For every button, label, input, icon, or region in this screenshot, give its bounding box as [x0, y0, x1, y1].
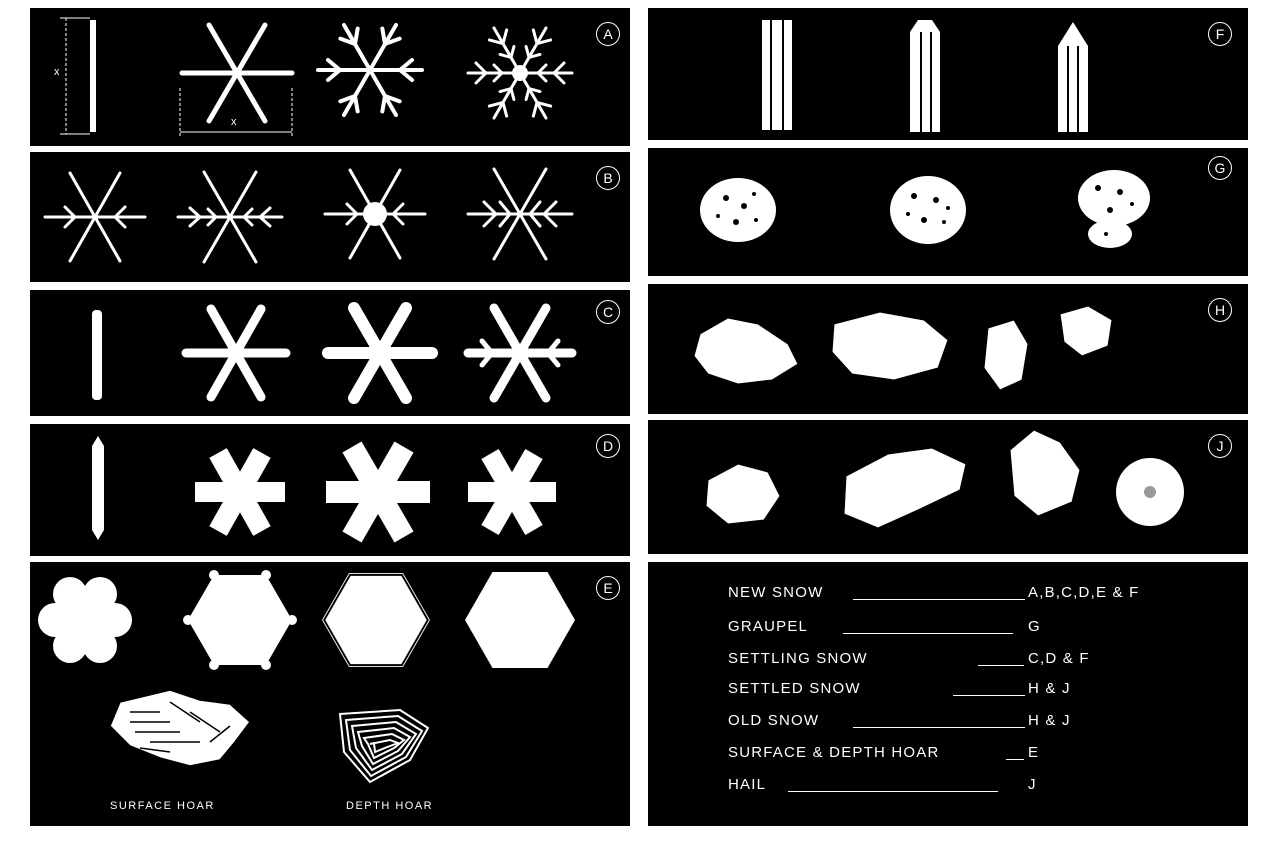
- broad-star: [328, 308, 432, 398]
- plumed-star: [186, 309, 286, 397]
- panel-f-crystals: [648, 8, 1248, 140]
- old-grain-2: [844, 448, 966, 528]
- legend-code: E: [1028, 744, 1039, 761]
- settled-grain-4: [1060, 306, 1112, 356]
- stellar-plate-1: [195, 453, 285, 531]
- panel-a: x x A: [30, 8, 630, 146]
- fern-star-1: [45, 173, 145, 261]
- legend-row: HAIL J: [728, 776, 1248, 800]
- panel-h-label: H: [1208, 298, 1232, 322]
- panel-e: SURFACE HOAR DEPTH HOAR E: [30, 562, 630, 826]
- graupel-2: [890, 176, 966, 244]
- branched-broad-star: [468, 308, 572, 398]
- legend-row: SETTLED SNOW H & J: [728, 680, 1248, 704]
- panel-e-crystals: [30, 562, 630, 826]
- graupel-1: [700, 178, 776, 242]
- capped-column: [92, 436, 104, 540]
- branched-star: [318, 20, 422, 120]
- legend-code: A,B,C,D,E & F: [1028, 584, 1139, 601]
- panel-j-label: J: [1208, 434, 1232, 458]
- panel-e-label: E: [596, 576, 620, 600]
- surface-hoar-icon: [110, 690, 250, 766]
- stellar-plate-3: [468, 454, 556, 530]
- panel-b-label: B: [596, 166, 620, 190]
- panel-c-label: C: [596, 300, 620, 324]
- old-grain-3: [1010, 430, 1080, 516]
- column-prism-3: [1058, 22, 1088, 132]
- column-prism-2: [910, 20, 940, 132]
- panel-h: H: [648, 284, 1248, 414]
- panel-f: F: [648, 8, 1248, 140]
- graupel-3: [1078, 170, 1150, 248]
- fern-star-2: [178, 172, 282, 262]
- legend-code: H & J: [1028, 712, 1071, 729]
- column-prism-1: [762, 20, 792, 130]
- legend-term: HAIL: [728, 776, 766, 793]
- legend-term: SETTLING SNOW: [728, 650, 868, 667]
- dendrite-star: [468, 23, 572, 123]
- old-grain-1: [706, 464, 780, 524]
- legend-term: GRAUPEL: [728, 618, 808, 635]
- legend-code: G: [1028, 618, 1041, 635]
- legend-row: SETTLING SNOW C,D & F: [728, 650, 1248, 674]
- panel-h-crystals: [648, 284, 1248, 414]
- legend-panel: NEW SNOW A,B,C,D,E & F GRAUPEL G SETTLIN…: [648, 562, 1248, 826]
- panel-c-crystals: [30, 290, 630, 416]
- panel-b: B: [30, 152, 630, 282]
- settled-grain-1: [694, 318, 798, 384]
- panel-b-crystals: [30, 152, 630, 282]
- fern-star-3: [325, 170, 425, 258]
- panel-d-crystals: [30, 424, 630, 556]
- hexagonal-plate-3: [465, 572, 575, 668]
- depth-hoar-icon: [340, 710, 428, 782]
- legend-code: H & J: [1028, 680, 1071, 697]
- panel-g-label: G: [1208, 156, 1232, 180]
- legend-row: NEW SNOW A,B,C,D,E & F: [728, 584, 1248, 608]
- panel-d-label: D: [596, 434, 620, 458]
- legend-term: OLD SNOW: [728, 712, 819, 729]
- panel-a-label: A: [596, 22, 620, 46]
- needle-crystal: [90, 20, 96, 132]
- six-ray-star: [182, 25, 292, 121]
- legend-term: NEW SNOW: [728, 584, 823, 601]
- legend-code: J: [1028, 776, 1037, 793]
- panel-f-label: F: [1208, 22, 1232, 46]
- hail-stone: [1116, 458, 1184, 526]
- settled-grain-2: [832, 312, 948, 380]
- settled-grain-3: [984, 320, 1028, 390]
- needle-dimension-label: x: [54, 66, 60, 78]
- panel-g-crystals: [648, 148, 1248, 276]
- legend-row: OLD SNOW H & J: [728, 712, 1248, 736]
- panel-j: J: [648, 420, 1248, 554]
- legend-row: SURFACE & DEPTH HOAR E: [728, 744, 1248, 768]
- panel-c: C: [30, 290, 630, 416]
- fern-star-4: [468, 169, 572, 259]
- panel-g: G: [648, 148, 1248, 276]
- hexagonal-plate-1: [183, 570, 297, 670]
- hexagonal-plate-2: [322, 573, 430, 667]
- panel-d: D: [30, 424, 630, 556]
- stellar-plate-2: [326, 447, 430, 537]
- legend-code: C,D & F: [1028, 650, 1090, 667]
- column-crystal: [92, 310, 102, 400]
- legend-term: SURFACE & DEPTH HOAR: [728, 744, 940, 761]
- surface-hoar-caption: SURFACE HOAR: [110, 800, 215, 812]
- panel-a-crystals: [30, 8, 630, 146]
- legend-row: GRAUPEL G: [728, 618, 1248, 642]
- legend-term: SETTLED SNOW: [728, 680, 861, 697]
- depth-hoar-caption: DEPTH HOAR: [346, 800, 433, 812]
- panel-j-crystals: [648, 420, 1248, 554]
- star-dimension-label: x: [231, 116, 237, 128]
- sector-plate: [38, 577, 132, 663]
